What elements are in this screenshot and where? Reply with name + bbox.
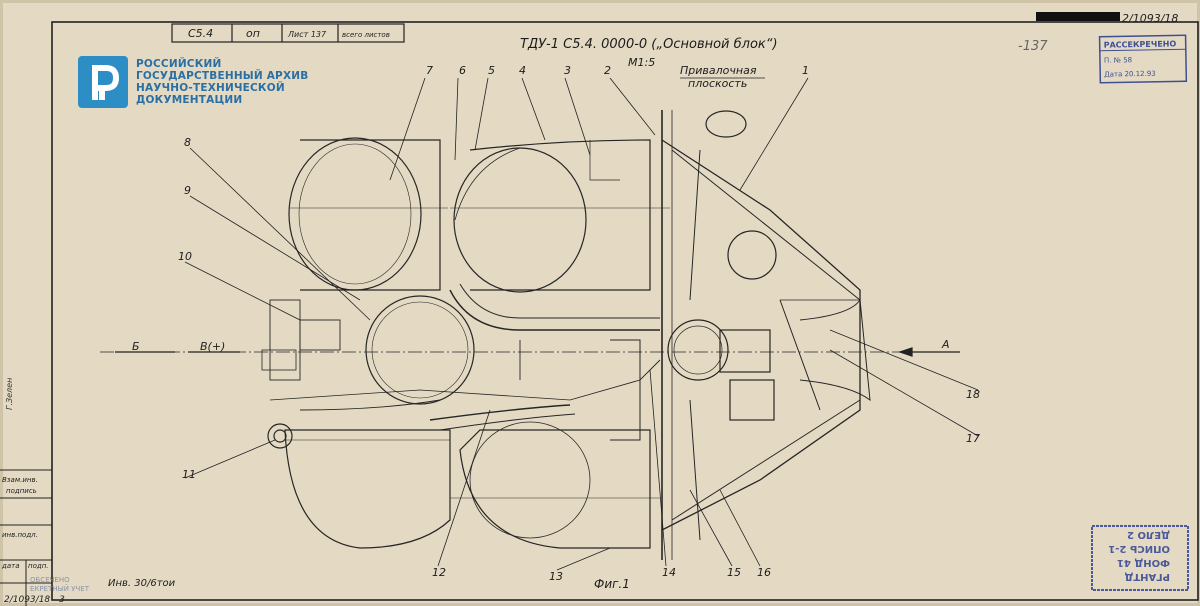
plane-label-2: плоскость [688,77,747,90]
part-9: 9 [184,184,191,197]
margin-label-5: подп. [28,562,49,570]
drawing-scale: М1:5 [628,56,655,69]
declassified-stamp: РАССЕКРЕЧЕНО П. № 58 Дата 20.12.93 [1098,34,1188,84]
title-block [171,23,405,43]
archive-logo: РОССИЙСКИЙ ГОСУДАРСТВЕННЫЙ АРХИВ НАУЧНО-… [78,56,308,108]
leader-lines [184,77,979,571]
margin-stamp-1: ОБСЕЧЕНО [30,576,70,584]
part-14: 14 [662,566,676,579]
margin-stamp-2: ЕКРЕТНЫЙ УЧЕТ [30,584,90,593]
figure-caption: Фиг.1 [594,577,630,591]
left-margin-table [0,469,52,606]
title-code: С5.4 [188,27,213,40]
margin-label-2: подпись [6,487,37,495]
fund-line-2: ФОНД 41 [1117,557,1170,568]
part-17: 17 [966,432,980,445]
redaction-bar [1036,12,1120,21]
margin-label-4: дата [1,562,20,570]
part-7: 7 [426,64,433,77]
part-6: 6 [459,64,466,77]
part-8: 8 [184,136,191,149]
view-label-v: В(+) [200,340,225,353]
view-label-a: А [941,338,950,351]
fund-line-3: ОПИСЬ 2-1 [1108,543,1170,554]
part-labels: 1 2 3 4 5 6 7 8 9 10 11 12 13 14 15 16 1… [178,64,980,583]
margin-label-3: инв.подл. [2,531,38,539]
drawing-frame [51,21,1199,601]
part-5: 5 [488,64,495,77]
fund-stamp: РГАНТД ФОНД 41 ОПИСЬ 2-1 ДЕЛО 2 [1091,525,1189,591]
archive-line-4: ДОКУМЕНТАЦИИ [136,94,243,107]
part-13: 13 [549,570,563,583]
part-1: 1 [802,64,809,77]
archive-number: 2/1093/18 [1122,12,1178,25]
title-total: всего листов [342,31,390,39]
view-markers [115,347,960,357]
view-label-b: Б [132,340,140,353]
bottom-number: 2/1093/18 - 3 [4,595,65,605]
part-16: 16 [757,566,771,579]
archive-line-3: НАУЧНО-ТЕХНИЧЕСКОЙ [136,82,285,94]
part-18: 18 [966,388,980,401]
archive-logo-text: РОССИЙСКИЙ ГОСУДАРСТВЕННЫЙ АРХИВ НАУЧНО-… [136,58,308,107]
declass-title: РАССЕКРЕЧЕНО [1104,39,1177,49]
part-11: 11 [182,468,196,481]
title-op: оп [246,27,260,40]
archive-logo-icon [78,56,128,108]
drawing-title: ТДУ-1 С5.4. 0000-0 („Основной блок“) [520,37,778,52]
declass-line-2: Дата 20.12.93 [1104,70,1156,79]
archive-line-1: РОССИЙСКИЙ [136,57,222,70]
left-hand-note: Г.Зелен [5,378,14,410]
part-10: 10 [178,250,192,263]
part-12: 12 [432,566,446,579]
fund-line-1: РГАНТД [1124,571,1170,582]
fund-line-4: ДЕЛО 2 [1127,529,1170,540]
assembly-drawing [100,110,960,560]
title-sheet: Лист 137 [287,30,327,39]
inventory-note: Инв. 30/6тои [108,578,176,589]
declass-line-1: П. № 58 [1104,56,1132,64]
sheet-number-hand: -137 [1018,39,1048,54]
margin-label-1: Взам.инв. [2,476,38,484]
part-2: 2 [604,64,611,77]
part-3: 3 [564,64,571,77]
plane-label-1: Привалочная [680,64,757,77]
archive-line-2: ГОСУДАРСТВЕННЫЙ АРХИВ [136,69,309,82]
part-4: 4 [519,64,526,77]
part-15: 15 [727,566,741,579]
